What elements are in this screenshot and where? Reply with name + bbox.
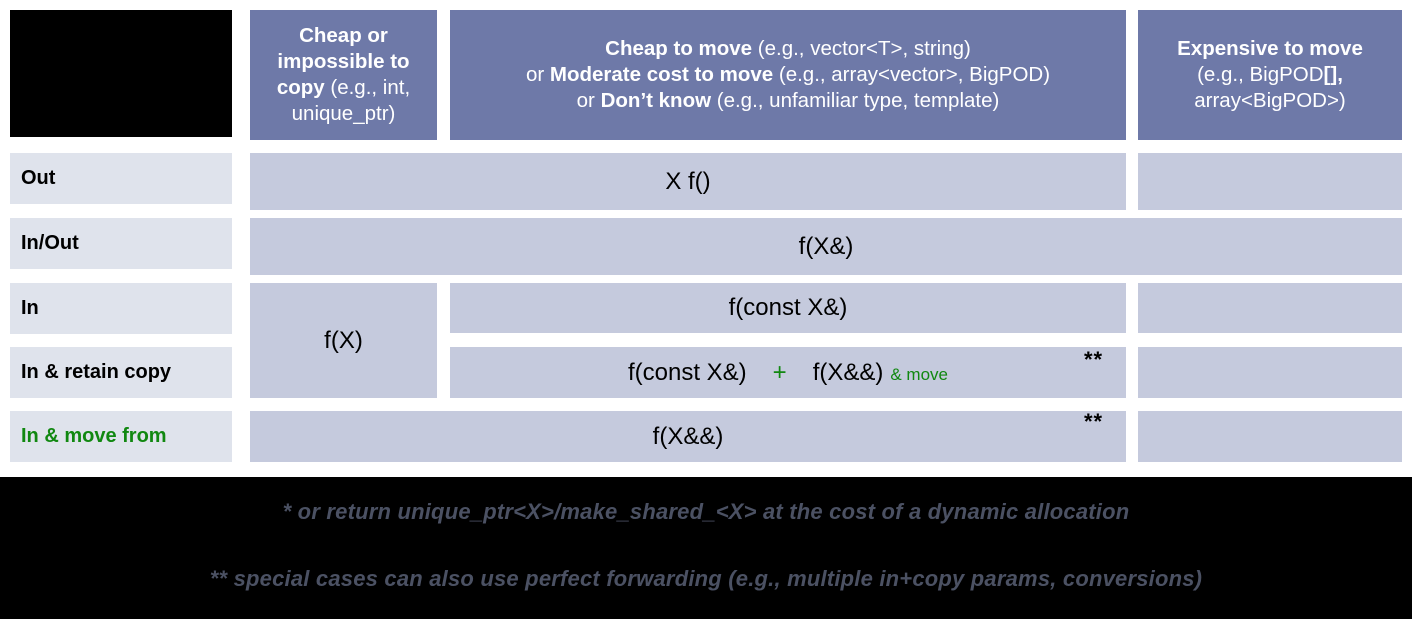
- cell-in-f-x-text: f(X): [324, 326, 363, 354]
- row-label-in-move-from: In & move from: [10, 411, 232, 462]
- cell-out-expensive-empty: [1138, 153, 1402, 210]
- cell-inout-f-xref-text: f(X&): [798, 232, 854, 260]
- cell-in-f-const-xref-text: f(const X&): [728, 294, 848, 321]
- table-corner-cell: [10, 10, 232, 137]
- row-label-in-move-from-text: In & move from: [21, 425, 167, 447]
- cell-retain-copy-right-text: f(X&&): [812, 358, 884, 386]
- row-label-in-out-text: In/Out: [21, 232, 79, 254]
- cell-move-from-text: f(X&&): [652, 422, 724, 450]
- cell-retain-copy-left-text: f(const X&): [627, 358, 747, 386]
- row-label-out: Out: [10, 153, 232, 204]
- cell-in-f-const-xref: f(const X&): [450, 283, 1126, 333]
- cell-retain-copy-expensive-empty: [1138, 347, 1402, 398]
- footnotes-area: * or return unique_ptr<X>/make_shared_<X…: [0, 477, 1412, 619]
- cell-retain-copy-expressions: f(const X&) + f(X&&) & move: [450, 347, 1126, 398]
- cell-retain-copy-plus: +: [772, 358, 787, 386]
- cell-move-from-f-xrefref: f(X&&): [250, 411, 1126, 462]
- column-header-cheap-or-impossible-to-copy: Cheap or impossible to copy (e.g., int, …: [250, 10, 437, 140]
- row-label-in: In: [10, 283, 232, 334]
- cell-move-from-expensive-empty: [1138, 411, 1402, 462]
- cell-out-x-f-text: X f(): [665, 167, 711, 195]
- row-label-in-retain-copy: In & retain copy: [10, 347, 232, 398]
- column-header-expensive-to-move: Expensive to move (e.g., BigPOD[], array…: [1138, 10, 1402, 140]
- row-label-in-retain-copy-text: In & retain copy: [21, 361, 172, 383]
- cell-out-x-f: X f(): [250, 153, 1126, 210]
- cell-retain-copy-suffix-text: & move: [890, 364, 949, 384]
- footnote-marker-retain-copy: **: [1084, 347, 1104, 372]
- cell-inout-f-xref: f(X&): [250, 218, 1402, 275]
- row-label-out-text: Out: [21, 167, 56, 189]
- row-label-in-text: In: [21, 297, 39, 319]
- footnote-marker-move-from: **: [1084, 409, 1104, 434]
- cell-retain-copy-inner: f(const X&) + f(X&&) & move: [628, 359, 948, 387]
- footnote-single-asterisk: * or return unique_ptr<X>/make_shared_<X…: [282, 499, 1130, 524]
- column-header-cheap-to-move: Cheap to move (e.g., vector<T>, string) …: [450, 10, 1126, 140]
- row-label-in-out: In/Out: [10, 218, 232, 269]
- cell-in-expensive-empty: [1138, 283, 1402, 333]
- footnote-double-asterisk: ** special cases can also use perfect fo…: [209, 566, 1203, 591]
- cell-in-f-x: f(X): [250, 283, 437, 398]
